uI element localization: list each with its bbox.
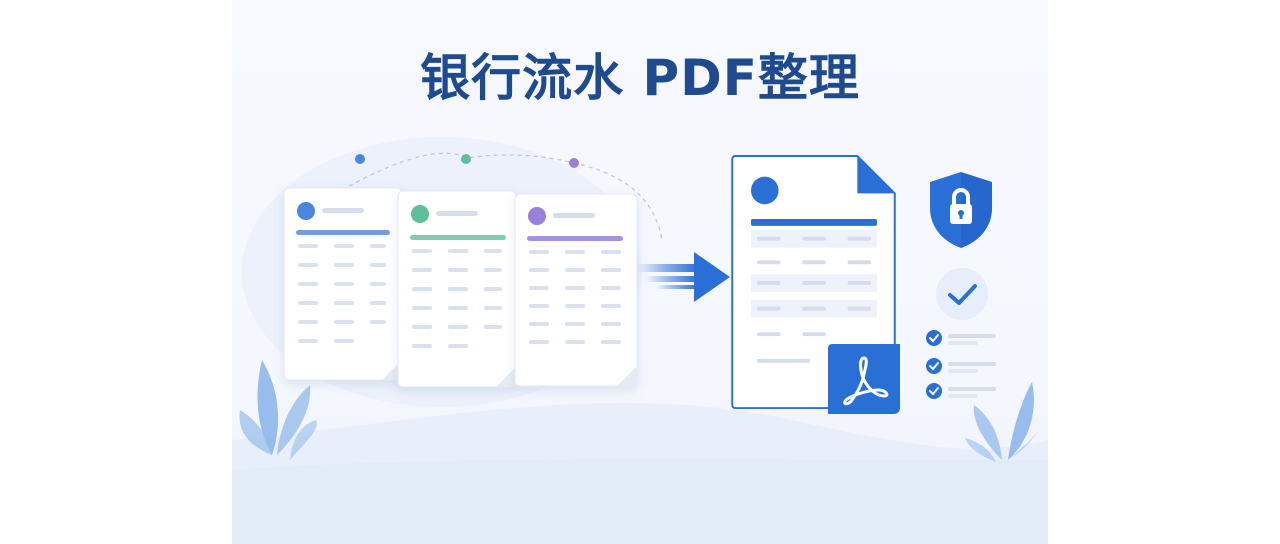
statement-doc (283, 187, 403, 381)
leaf-icon (965, 382, 1044, 462)
check-icon (926, 330, 996, 346)
illustration-panel: 银行流水 PDF整理 (232, 0, 1048, 544)
page-title: 银行流水 PDF整理 (420, 49, 860, 107)
check-circle-icon (936, 268, 988, 320)
arrow-right-icon (636, 252, 730, 302)
node-dot (569, 158, 579, 168)
node-dot (355, 154, 365, 164)
right-margin (1048, 0, 1280, 544)
check-icon (926, 358, 996, 374)
leaf-icon (239, 360, 317, 460)
left-margin (0, 0, 232, 544)
shield-lock-icon (930, 172, 992, 248)
statement-doc (397, 190, 517, 388)
source-documents (283, 187, 638, 388)
checklist (926, 330, 996, 399)
statement-doc (514, 193, 638, 387)
check-icon (926, 383, 996, 399)
node-dot (461, 154, 471, 164)
pdf-icon (828, 344, 900, 414)
